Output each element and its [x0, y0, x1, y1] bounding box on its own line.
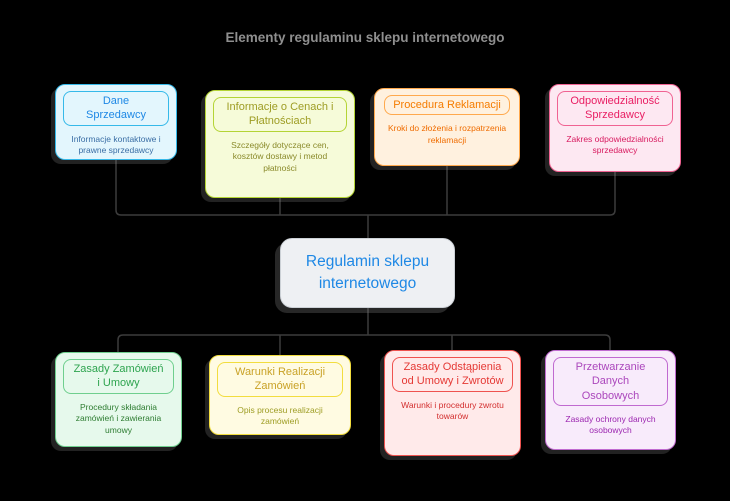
node-subtitle: Zakres odpowiedzialności sprzedawcy — [566, 133, 664, 156]
node-subtitle: Zasady ochrony danych osobowych — [565, 413, 656, 436]
node-informacje-o-cenach: Informacje o Cenach i Płatnościach Szcze… — [205, 90, 355, 198]
node-subtitle: Szczegóły dotyczące cen, kosztów dostawy… — [231, 139, 329, 173]
center-node-label: Regulamin sklepu internetowego — [305, 252, 430, 292]
node-odpowiedzialnosc-sprzedawcy: Odpowiedzialność Sprzedawcy Zakres odpow… — [549, 84, 681, 172]
center-node: Regulamin sklepu internetowego — [280, 238, 455, 308]
node-title: Odpowiedzialność Sprzedawcy — [557, 91, 673, 126]
connector-bottom-bus — [117, 334, 611, 352]
node-subtitle: Opis procesu realizacji zamówień — [237, 404, 323, 427]
node-procedura-reklamacji: Procedura Reklamacji Kroki do złożenia i… — [374, 88, 520, 166]
node-warunki-realizacji: Warunki Realizacji Zamówień Opis procesu… — [209, 355, 351, 435]
diagram-title: Elementy regulaminu sklepu internetowego — [225, 30, 505, 45]
node-zasady-zamowien: Zasady Zamówień i Umowy Procedury składa… — [55, 352, 182, 447]
connector-top-bus — [115, 160, 616, 216]
node-subtitle: Kroki do złożenia i rozpatrzenia reklama… — [387, 123, 507, 145]
node-title: Informacje o Cenach i Płatnościach — [213, 97, 347, 132]
node-subtitle: Informacje kontaktowe i prawne sprzedawc… — [71, 133, 161, 156]
node-subtitle: Warunki i procedury zwrotu towarów — [401, 399, 504, 422]
node-title: Warunki Realizacji Zamówień — [217, 362, 343, 397]
node-title: Dane Sprzedawcy — [63, 91, 169, 126]
node-title: Przetwarzanie Danych Osobowych — [553, 357, 668, 406]
node-title: Procedura Reklamacji — [384, 95, 510, 116]
node-dane-sprzedawcy: Dane Sprzedawcy Informacje kontaktowe i … — [55, 84, 177, 160]
node-subtitle: Procedury składania zamówień i zawierani… — [75, 401, 162, 435]
node-title: Zasady Odstąpienia od Umowy i Zwrotów — [392, 357, 513, 392]
node-title: Zasady Zamówień i Umowy — [63, 359, 174, 394]
node-przetwarzanie-danych: Przetwarzanie Danych Osobowych Zasady oc… — [545, 350, 676, 450]
node-zasady-odstapienia: Zasady Odstąpienia od Umowy i Zwrotów Wa… — [384, 350, 521, 456]
